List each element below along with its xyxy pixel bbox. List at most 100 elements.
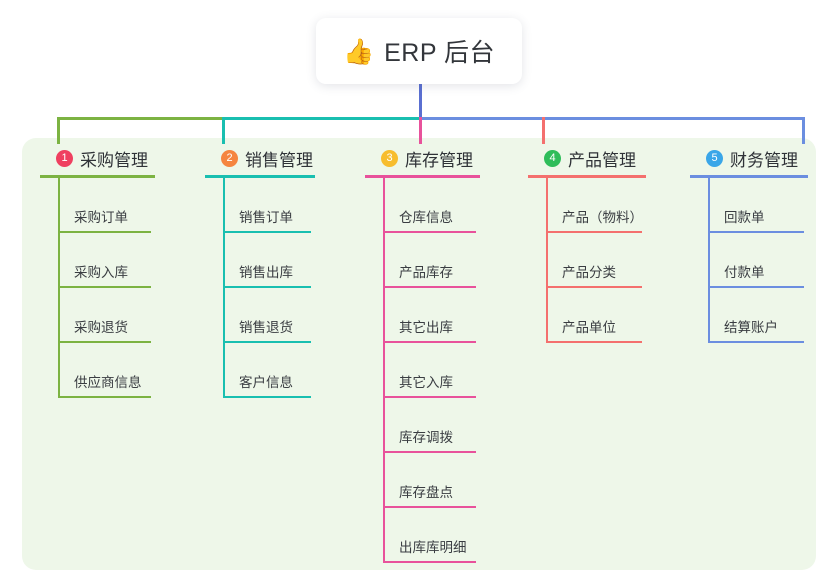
branch-item-label: 销售退货 — [239, 320, 293, 335]
branch-item-label: 仓库信息 — [399, 210, 453, 225]
branch-item-label: 产品（物料） — [562, 210, 643, 225]
branch-items: 销售订单销售出库销售退货客户信息 — [205, 178, 315, 398]
branch-item[interactable]: 产品库存 — [383, 233, 480, 288]
branch-item[interactable]: 产品单位 — [546, 288, 646, 343]
branch-item-rule — [223, 396, 311, 398]
branch-item-rule — [58, 231, 151, 233]
branch-spine — [708, 178, 710, 343]
branch-item-rule — [383, 341, 476, 343]
branch-item[interactable]: 结算账户 — [708, 288, 808, 343]
branch-item-rule — [383, 396, 476, 398]
branch-item-rule — [546, 341, 642, 343]
branch-column-3[interactable]: 3 库存管理仓库信息产品库存其它出库其它入库库存调拨库存盘点出库库明细 — [365, 144, 480, 563]
branch-item-label: 客户信息 — [239, 375, 293, 390]
branch-item-label: 其它出库 — [399, 320, 453, 335]
branch-item-label: 库存盘点 — [399, 485, 453, 500]
branch-header-5[interactable]: 5 财务管理 — [690, 144, 808, 172]
branch-item-label: 出库库明细 — [399, 540, 467, 555]
branch-header-rule — [690, 175, 808, 178]
branch-header-rule — [365, 175, 480, 178]
branch-header-rule — [528, 175, 646, 178]
branch-item-rule — [58, 396, 151, 398]
branch-item-rule — [223, 286, 311, 288]
branch-title: 库存管理 — [405, 150, 473, 170]
branch-item-rule — [383, 451, 476, 453]
branch-item[interactable]: 回款单 — [708, 178, 808, 233]
branch-item-rule — [383, 231, 476, 233]
bus-segment-2 — [222, 117, 419, 120]
branch-item-label: 采购退货 — [74, 320, 128, 335]
diagram-panel — [22, 138, 816, 570]
branch-item[interactable]: 其它入库 — [383, 343, 480, 398]
branch-item-rule — [546, 286, 642, 288]
branch-column-5[interactable]: 5 财务管理回款单付款单结算账户 — [690, 144, 808, 343]
branch-item-rule — [223, 341, 311, 343]
branch-header-3[interactable]: 3 库存管理 — [365, 144, 480, 172]
branch-item[interactable]: 产品（物料） — [546, 178, 646, 233]
branch-header-1[interactable]: 1 采购管理 — [40, 144, 155, 172]
branch-number-badge: 1 — [56, 149, 73, 167]
branch-drop-1 — [57, 117, 60, 144]
bus-segment-1 — [57, 117, 222, 120]
branch-title: 财务管理 — [730, 150, 798, 170]
bus-segment-3 — [419, 117, 805, 120]
branch-item-label: 销售出库 — [239, 265, 293, 280]
branch-item[interactable]: 付款单 — [708, 233, 808, 288]
branch-spine — [383, 178, 385, 563]
branch-item[interactable]: 采购退货 — [58, 288, 155, 343]
branch-title: 销售管理 — [245, 150, 313, 170]
branch-item[interactable]: 采购订单 — [58, 178, 155, 233]
branch-item-rule — [223, 231, 311, 233]
branch-spine — [58, 178, 60, 398]
branch-item-label: 其它入库 — [399, 375, 453, 390]
branch-items: 产品（物料） 产品分类产品单位 — [528, 178, 646, 343]
branch-item[interactable]: 库存盘点 — [383, 453, 480, 508]
branch-number-badge: 3 — [381, 149, 398, 167]
branch-item[interactable]: 客户信息 — [223, 343, 315, 398]
branch-drop-2 — [222, 117, 225, 144]
branch-item[interactable]: 采购入库 — [58, 233, 155, 288]
branch-title: 采购管理 — [80, 150, 148, 170]
branch-title: 产品管理 — [568, 150, 636, 170]
branch-header-rule — [205, 175, 315, 178]
branch-items: 回款单付款单结算账户 — [690, 178, 808, 343]
branch-item-rule — [708, 231, 804, 233]
branch-column-1[interactable]: 1 采购管理采购订单采购入库采购退货供应商信息 — [40, 144, 155, 398]
branch-item[interactable]: 库存调拨 — [383, 398, 480, 453]
branch-item[interactable]: 出库库明细 — [383, 508, 480, 563]
branch-spine — [546, 178, 548, 343]
branch-drop-4 — [542, 117, 545, 144]
branch-item[interactable]: 供应商信息 — [58, 343, 155, 398]
thumbs-up-icon: 👍 — [342, 36, 375, 66]
branch-item-rule — [546, 231, 642, 233]
root-node[interactable]: 👍 ERP 后台 — [316, 18, 522, 84]
branch-items: 采购订单采购入库采购退货供应商信息 — [40, 178, 155, 398]
branch-item[interactable]: 产品分类 — [546, 233, 646, 288]
branch-item[interactable]: 销售订单 — [223, 178, 315, 233]
branch-item-label: 采购订单 — [74, 210, 128, 225]
branch-item-label: 库存调拨 — [399, 430, 453, 445]
branch-item-label: 产品库存 — [399, 265, 453, 280]
branch-item[interactable]: 销售退货 — [223, 288, 315, 343]
branch-item-label: 供应商信息 — [74, 375, 142, 390]
branch-item-label: 销售订单 — [239, 210, 293, 225]
branch-item-label: 产品单位 — [562, 320, 616, 335]
branch-item-label: 产品分类 — [562, 265, 616, 280]
branch-number-badge: 5 — [706, 149, 723, 167]
branch-item[interactable]: 其它出库 — [383, 288, 480, 343]
branch-header-rule — [40, 175, 155, 178]
branch-item[interactable]: 销售出库 — [223, 233, 315, 288]
branch-drop-5 — [802, 117, 805, 144]
branch-item-rule — [58, 286, 151, 288]
branch-item-rule — [58, 341, 151, 343]
branch-item-rule — [708, 341, 804, 343]
branch-item[interactable]: 仓库信息 — [383, 178, 480, 233]
branch-items: 仓库信息产品库存其它出库其它入库库存调拨库存盘点出库库明细 — [365, 178, 480, 563]
branch-item-rule — [708, 286, 804, 288]
branch-item-label: 采购入库 — [74, 265, 128, 280]
